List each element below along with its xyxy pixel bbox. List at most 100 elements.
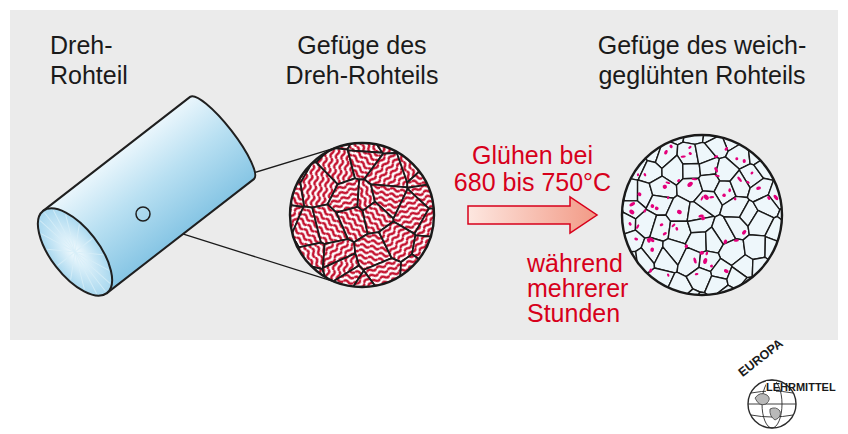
carbide-particle [686, 181, 693, 188]
carbide-particle [691, 178, 697, 181]
carbide-particle [709, 196, 714, 199]
grain [331, 293, 366, 344]
grain [291, 263, 327, 291]
grain [794, 134, 823, 170]
node-heading: Gefüge des Dreh-Rohteils [285, 30, 440, 90]
duration-note: während mehrerer Stunden [527, 251, 537, 326]
carbide-particle [688, 151, 692, 155]
logo-globe [748, 380, 796, 428]
grain [730, 170, 750, 198]
rod-face-texture [63, 224, 91, 252]
carbide-particle [688, 145, 692, 149]
grain [750, 94, 783, 121]
grain [784, 94, 823, 130]
grain [425, 119, 464, 160]
carbide-particle [667, 273, 670, 277]
grain [777, 238, 799, 257]
grain [787, 285, 823, 336]
carbide-particle [629, 201, 636, 207]
grain [445, 86, 491, 147]
grain [640, 94, 661, 122]
carbide-particle [710, 264, 714, 268]
carbide-particle [671, 223, 676, 228]
grain [606, 202, 623, 223]
grain [364, 287, 404, 344]
carbide-particle [628, 222, 632, 227]
grain [407, 86, 454, 127]
grain [763, 94, 784, 133]
grain [693, 94, 709, 119]
grain [581, 94, 618, 132]
grain [614, 269, 637, 295]
grain [237, 156, 289, 181]
grain [694, 191, 723, 217]
grain [791, 210, 823, 247]
grain [445, 200, 491, 243]
carbide-particle [734, 239, 739, 242]
globe-outline [748, 380, 796, 428]
grain [258, 122, 300, 157]
grain [629, 273, 650, 300]
grain [637, 287, 662, 319]
carbide-particle [733, 197, 737, 201]
structure-ground [622, 135, 782, 295]
rod-shape [20, 85, 270, 335]
carbide-particle [750, 171, 754, 175]
carbide-particle [666, 196, 669, 200]
carbide-particle [637, 192, 642, 197]
rod-face-texture [75, 240, 103, 268]
carbide-particle [695, 273, 699, 276]
carbide-particle [675, 227, 679, 231]
grain [598, 295, 647, 336]
carbide-particle [628, 209, 635, 216]
grain [670, 94, 694, 121]
grain [773, 254, 794, 276]
grain [766, 294, 790, 336]
grain [581, 287, 626, 336]
carbide-particle [663, 149, 668, 155]
grain [666, 195, 690, 221]
grain [314, 86, 347, 126]
carbide-particle [737, 176, 743, 183]
microstructure-node: Gefüge des weich- geglühten Rohteils [597, 30, 808, 298]
structure-circle [619, 132, 785, 298]
structure-circle [287, 140, 437, 290]
grain [759, 120, 781, 146]
grain [741, 120, 762, 144]
carbide-particle [735, 157, 738, 160]
rod-face-texture [75, 239, 92, 252]
grain [233, 114, 276, 172]
grain [682, 292, 718, 336]
carbide-particle [723, 268, 729, 273]
rod-face-texture [53, 215, 87, 252]
carbide-particle [659, 223, 664, 227]
carbide-particle [643, 173, 647, 177]
grain [777, 200, 823, 226]
carbide-particle [649, 268, 653, 273]
microstructure-node: Gefüge des Dreh-Rohteils [285, 30, 440, 290]
carbide-particle [722, 193, 726, 197]
grain [304, 283, 334, 344]
structure-outline [290, 143, 434, 287]
grain [601, 134, 627, 157]
grain [782, 123, 823, 144]
grain [636, 119, 664, 141]
grey-panel [10, 10, 838, 340]
rod-face [24, 196, 126, 308]
logo-text: LEHRMITTEL [766, 381, 776, 394]
grain [233, 171, 286, 221]
grain [589, 221, 619, 245]
grain [772, 133, 795, 155]
grain [581, 223, 610, 265]
rod-face-texture [47, 237, 75, 265]
rod-illustration [24, 90, 263, 308]
grain [395, 290, 436, 344]
annealed-structure [581, 94, 823, 336]
carbide-particle [684, 244, 689, 249]
carbide-particle [669, 144, 674, 149]
grain [364, 86, 403, 123]
grain [728, 94, 754, 127]
carbide-particle [728, 188, 731, 192]
process-condition: Glühen bei 680 bis 750°C [453, 142, 613, 196]
grain [775, 155, 808, 180]
